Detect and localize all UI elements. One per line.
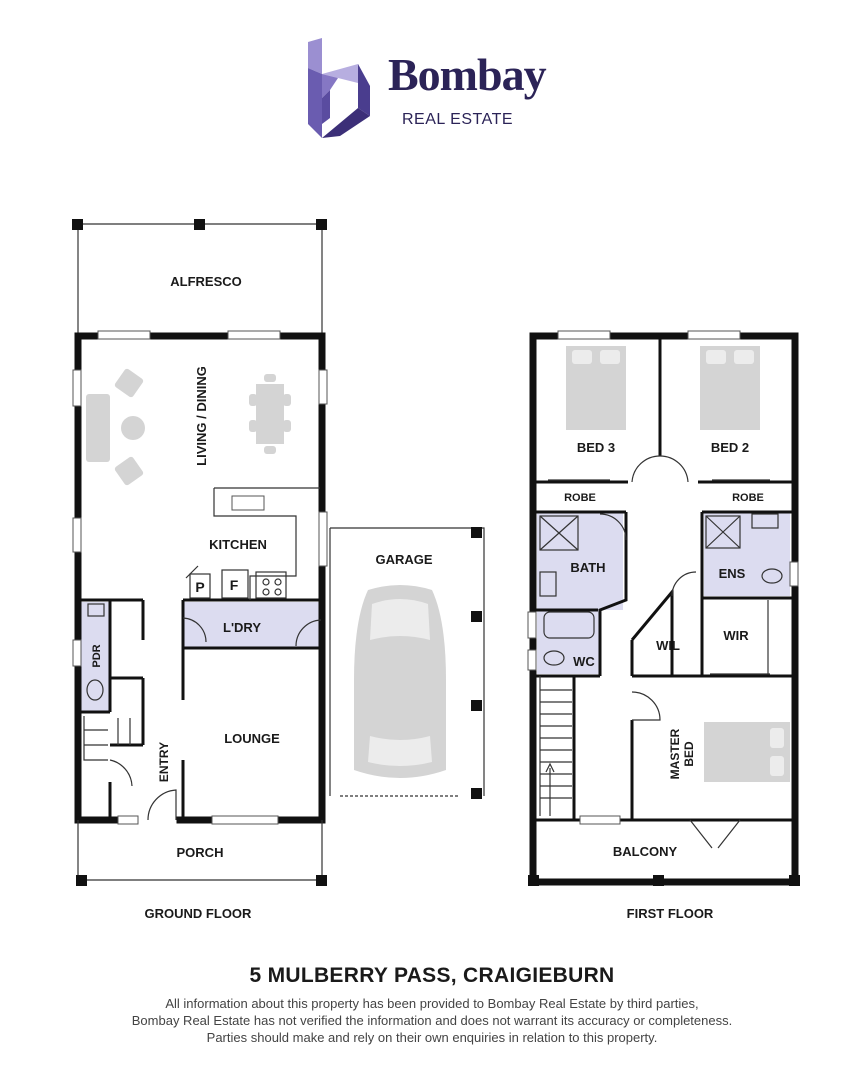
first-floor-title: FIRST FLOOR [627,906,714,921]
label-fridge: F [230,577,239,593]
disclaimer: All information about this property has … [0,995,864,1046]
label-porch: PORCH [177,845,224,860]
label-garage: GARAGE [375,552,432,567]
disclaimer-line: All information about this property has … [165,996,699,1011]
label-bed3: BED 3 [577,440,615,455]
label-ens: ENS [719,566,746,581]
label-entry: ENTRY [157,742,171,782]
label-master-1: MASTER [668,728,682,779]
brand-subtitle: REAL ESTATE [402,111,514,128]
property-address: 5 MULBERRY PASS, CRAIGIEBURN [249,964,615,987]
label-pantry: P [195,579,204,595]
label-wc: WC [573,654,595,669]
label-wil: WIL [656,638,680,653]
label-living-dining: LIVING / DINING [194,366,209,466]
hexagon-b-logo [308,38,370,138]
floor-plan-drawing: .w { stroke: #111111; stroke-width: 7; f… [72,219,800,921]
disclaimer-line: Parties should make and rely on their ow… [206,1030,658,1045]
ground-floor-title: GROUND FLOOR [145,906,252,921]
label-balcony: BALCONY [613,844,678,859]
label-pdr: PDR [91,644,103,667]
label-bed2: BED 2 [711,440,749,455]
label-kitchen: KITCHEN [209,537,267,552]
label-robe-3: ROBE [564,492,596,504]
label-lounge: LOUNGE [224,731,280,746]
brand-name: Bombay [388,49,547,100]
label-bath: BATH [570,560,605,575]
disclaimer-line: Bombay Real Estate has not verified the … [131,1013,733,1028]
label-robe-2: ROBE [732,492,764,504]
label-master-2: BED [682,741,696,767]
label-alfresco: ALFRESCO [170,274,242,289]
label-wir: WIR [723,628,749,643]
label-laundry: L'DRY [223,620,261,635]
